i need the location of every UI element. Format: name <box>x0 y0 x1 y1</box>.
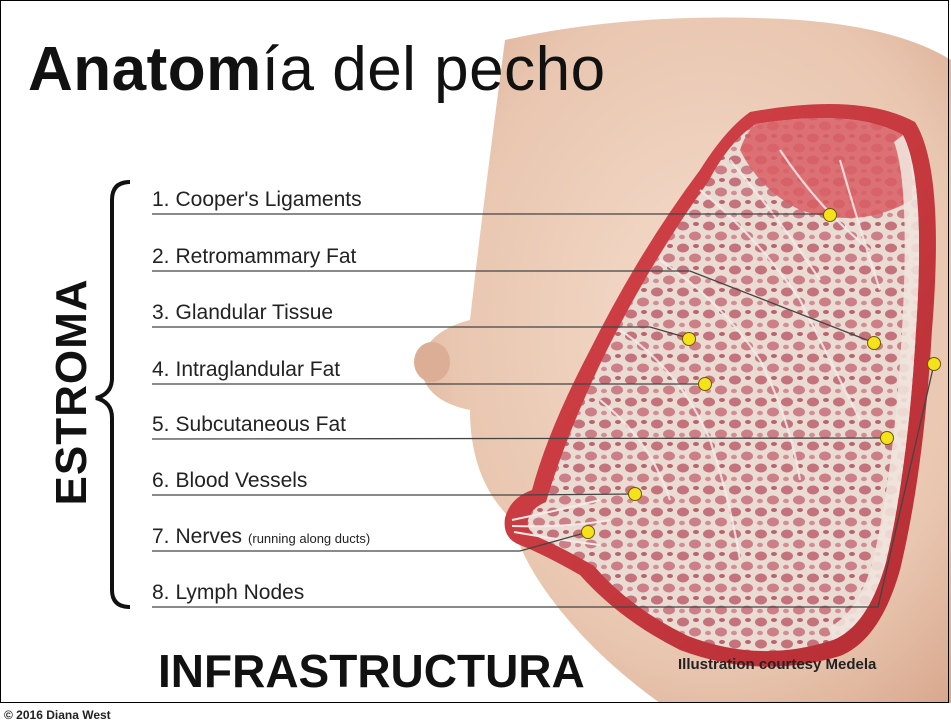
label-6: 6. Blood Vessels <box>152 469 307 493</box>
illustration-credit: Illustration courtesy Medela <box>678 656 876 673</box>
label-4-text: Intraglandular Fat <box>176 358 341 381</box>
label-7-text: Nerves <box>176 525 243 548</box>
label-2-number: 2. <box>152 245 170 268</box>
label-6-number: 6. <box>152 469 170 492</box>
label-3-text: Glandular Tissue <box>176 301 334 324</box>
label-5: 5. Subcutaneous Fat <box>152 413 346 437</box>
title-bold-part: Anatom <box>28 35 262 104</box>
infrastructura-heading: INFRASTRUCTURA <box>158 644 585 698</box>
label-4: 4. Intraglandular Fat <box>152 358 340 382</box>
marker-4 <box>699 378 712 391</box>
label-1-text: Cooper's Ligaments <box>176 188 362 211</box>
marker-2 <box>868 337 881 350</box>
label-8: 8. Lymph Nodes <box>152 581 304 605</box>
marker-5 <box>881 432 894 445</box>
label-1-number: 1. <box>152 188 170 211</box>
label-8-text: Lymph Nodes <box>176 581 305 604</box>
label-8-number: 8. <box>152 581 170 604</box>
label-3: 3. Glandular Tissue <box>152 301 333 325</box>
label-7-note: (running along ducts) <box>248 531 370 546</box>
label-5-number: 5. <box>152 413 170 436</box>
label-6-text: Blood Vessels <box>176 469 308 492</box>
label-2: 2. Retromammary Fat <box>152 245 356 269</box>
marker-7 <box>582 526 595 539</box>
label-3-number: 3. <box>152 301 170 324</box>
marker-3 <box>683 333 696 346</box>
label-5-text: Subcutaneous Fat <box>176 413 346 436</box>
page-title: Anatomía del pecho <box>28 34 606 105</box>
label-2-text: Retromammary Fat <box>176 245 357 268</box>
skin-nipple <box>414 342 450 382</box>
marker-1 <box>824 209 837 222</box>
estroma-bracket <box>96 182 130 607</box>
label-4-number: 4. <box>152 358 170 381</box>
marker-8 <box>928 358 941 371</box>
label-1: 1. Cooper's Ligaments <box>152 188 362 212</box>
title-light-part: ía del pecho <box>262 35 606 104</box>
copyright-notice: © 2016 Diana West <box>4 708 111 722</box>
label-7: 7. Nerves (running along ducts) <box>152 525 370 549</box>
marker-6 <box>629 488 642 501</box>
estroma-label: ESTROMA <box>47 279 97 506</box>
label-7-number: 7. <box>152 525 170 548</box>
